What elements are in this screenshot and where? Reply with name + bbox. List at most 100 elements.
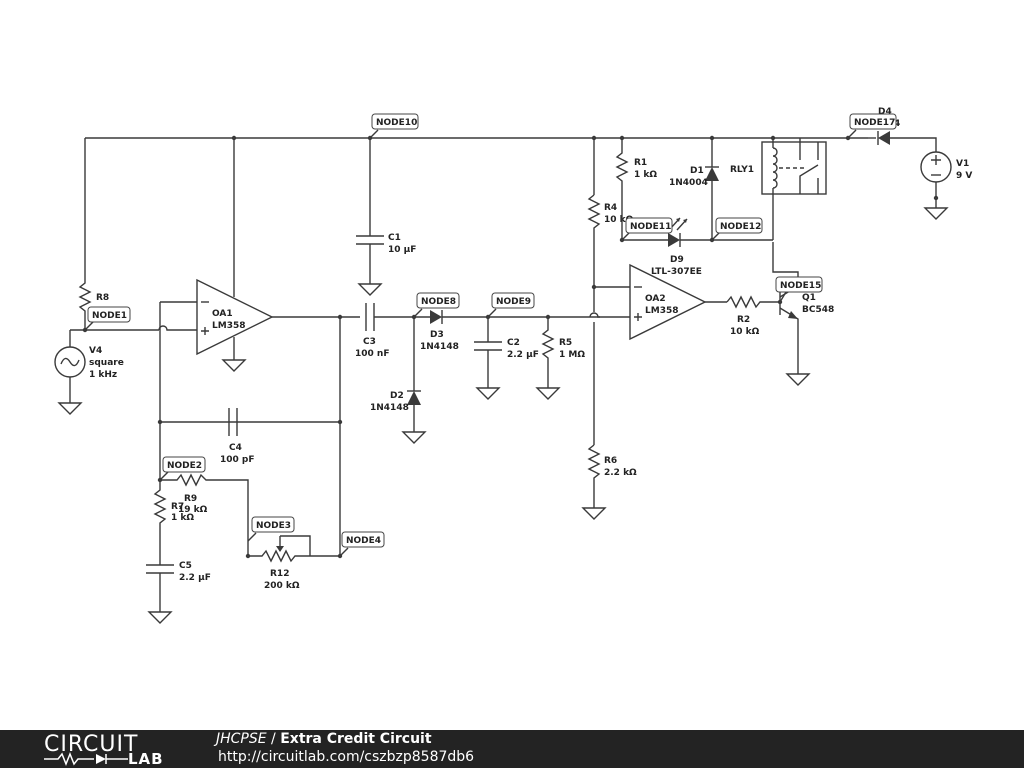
d3-value: 1N4148 bbox=[420, 342, 459, 352]
logo-waveform-icon bbox=[44, 752, 128, 766]
d9-value: LTL-307EE bbox=[651, 267, 702, 277]
node-tag-node11: NODE11 bbox=[621, 217, 673, 241]
v4-wave: square bbox=[89, 358, 124, 368]
svg-text:NODE2: NODE2 bbox=[167, 461, 202, 471]
r5-name: R5 bbox=[559, 338, 572, 348]
c3-capacitor bbox=[365, 303, 430, 331]
oa2-input-wires bbox=[589, 138, 630, 445]
r6-name: R6 bbox=[604, 456, 617, 466]
c1-capacitor bbox=[356, 138, 384, 296]
circuitlab-logo[interactable]: CIRCUIT LAB bbox=[44, 732, 184, 768]
svg-text:NODE15: NODE15 bbox=[780, 281, 821, 291]
r5-value: 1 MΩ bbox=[559, 350, 585, 360]
d2-diode bbox=[401, 317, 427, 444]
footer-bar: CIRCUIT LAB JHCPSE / Extra Credit Circui… bbox=[0, 730, 1024, 768]
circuit-title[interactable]: Extra Credit Circuit bbox=[280, 731, 432, 747]
r1-resistor bbox=[615, 138, 629, 240]
v4-source bbox=[54, 330, 86, 415]
v4-name: V4 bbox=[89, 346, 102, 356]
v1-value: 9 V bbox=[956, 171, 972, 181]
v1-name: V1 bbox=[956, 159, 969, 169]
oa1-value: LM358 bbox=[212, 321, 245, 331]
c4-name: C4 bbox=[229, 443, 242, 453]
v4-value: 1 kHz bbox=[89, 370, 117, 380]
d1-value: 1N4004 bbox=[669, 178, 708, 188]
oa1-name: OA1 bbox=[212, 309, 233, 319]
circuit-title-line: JHCPSE / Extra Credit Circuit bbox=[216, 731, 432, 747]
node1-wires bbox=[70, 301, 340, 423]
svg-text:NODE11: NODE11 bbox=[630, 222, 671, 232]
oa2-value: LM358 bbox=[645, 306, 678, 316]
r8-name: R8 bbox=[96, 293, 109, 303]
oa1-opamp bbox=[196, 138, 360, 372]
r4-value: 10 kΩ bbox=[604, 215, 634, 225]
r2-resistor bbox=[726, 295, 780, 309]
r6-value: 2.2 kΩ bbox=[604, 468, 637, 478]
d3-name: D3 bbox=[430, 330, 444, 340]
d1-name: D1 bbox=[690, 166, 704, 176]
r9-name: R9 bbox=[184, 494, 197, 504]
r4-resistor bbox=[587, 194, 601, 232]
node-tag-node12: NODE12 bbox=[711, 217, 763, 241]
node-tag-node10: NODE10 bbox=[369, 113, 419, 139]
svg-text:NODE10: NODE10 bbox=[376, 118, 417, 128]
d2-name: D2 bbox=[390, 391, 404, 401]
logo-text-bottom: LAB bbox=[128, 750, 164, 768]
r12-name: R12 bbox=[270, 569, 289, 579]
q1-name: Q1 bbox=[802, 293, 816, 303]
c1-name: C1 bbox=[388, 233, 401, 243]
q1-value: BC548 bbox=[802, 305, 834, 315]
author-link[interactable]: JHCPSE bbox=[216, 731, 267, 747]
r5-resistor bbox=[535, 317, 561, 400]
rly1-name: RLY1 bbox=[730, 165, 754, 175]
node-tag-node2: NODE2 bbox=[159, 456, 206, 481]
node-tag-node15: NODE15 bbox=[775, 276, 823, 303]
d9-led bbox=[622, 217, 773, 247]
c5-value: 2.2 µF bbox=[179, 573, 211, 583]
r9-resistor bbox=[160, 473, 249, 556]
r1-value: 1 kΩ bbox=[634, 170, 657, 180]
c5-name: C5 bbox=[179, 561, 192, 571]
node-tag-node9: NODE9 bbox=[487, 292, 535, 318]
node-tag-node4: NODE4 bbox=[339, 531, 385, 557]
c4-value: 100 pF bbox=[220, 455, 255, 465]
svg-text:NODE9: NODE9 bbox=[496, 297, 531, 307]
c2-value: 2.2 µF bbox=[507, 350, 539, 360]
title-separator: / bbox=[266, 731, 281, 747]
oa2-name: OA2 bbox=[645, 294, 666, 304]
c4-capacitor bbox=[228, 408, 238, 436]
d9-name: D9 bbox=[670, 255, 684, 265]
logo-text-top: CIRCUIT bbox=[44, 732, 139, 757]
r7-value: 1 kΩ bbox=[171, 513, 194, 523]
svg-text:NODE4: NODE4 bbox=[346, 536, 381, 546]
c2-capacitor bbox=[474, 317, 502, 400]
rly1-relay bbox=[761, 138, 827, 240]
svg-text:NODE17: NODE17 bbox=[854, 118, 895, 128]
r4-name: R4 bbox=[604, 203, 617, 213]
node-tag-node17: NODE17 bbox=[847, 113, 897, 139]
r8-resistor bbox=[78, 138, 92, 330]
node-tag-node8: NODE8 bbox=[413, 292, 460, 318]
node-tag-node1: NODE1 bbox=[84, 306, 131, 331]
top-rail-wire bbox=[85, 137, 937, 198]
svg-text:NODE1: NODE1 bbox=[92, 311, 127, 321]
d4-diode bbox=[868, 131, 890, 145]
c2-name: C2 bbox=[507, 338, 520, 348]
node-tag-node3: NODE3 bbox=[247, 516, 295, 542]
svg-text:NODE12: NODE12 bbox=[720, 222, 761, 232]
c3-name: C3 bbox=[363, 337, 376, 347]
r2-value: 10 kΩ bbox=[730, 327, 760, 337]
svg-text:NODE3: NODE3 bbox=[256, 521, 291, 531]
r2-name: R2 bbox=[737, 315, 750, 325]
oa2-opamp bbox=[629, 263, 727, 341]
circuit-url[interactable]: http://circuitlab.com/cszbzp8587db6 bbox=[218, 749, 475, 765]
d4-value: 4 bbox=[894, 119, 900, 129]
d1-diode bbox=[705, 138, 719, 240]
r12-value: 200 kΩ bbox=[264, 581, 300, 591]
c3-value: 100 nF bbox=[355, 349, 389, 359]
r1-name: R1 bbox=[634, 158, 647, 168]
r9-value: 19 kΩ bbox=[178, 505, 208, 515]
svg-text:NODE8: NODE8 bbox=[421, 297, 456, 307]
r7-resistor bbox=[153, 422, 167, 565]
r6-resistor bbox=[581, 444, 607, 520]
